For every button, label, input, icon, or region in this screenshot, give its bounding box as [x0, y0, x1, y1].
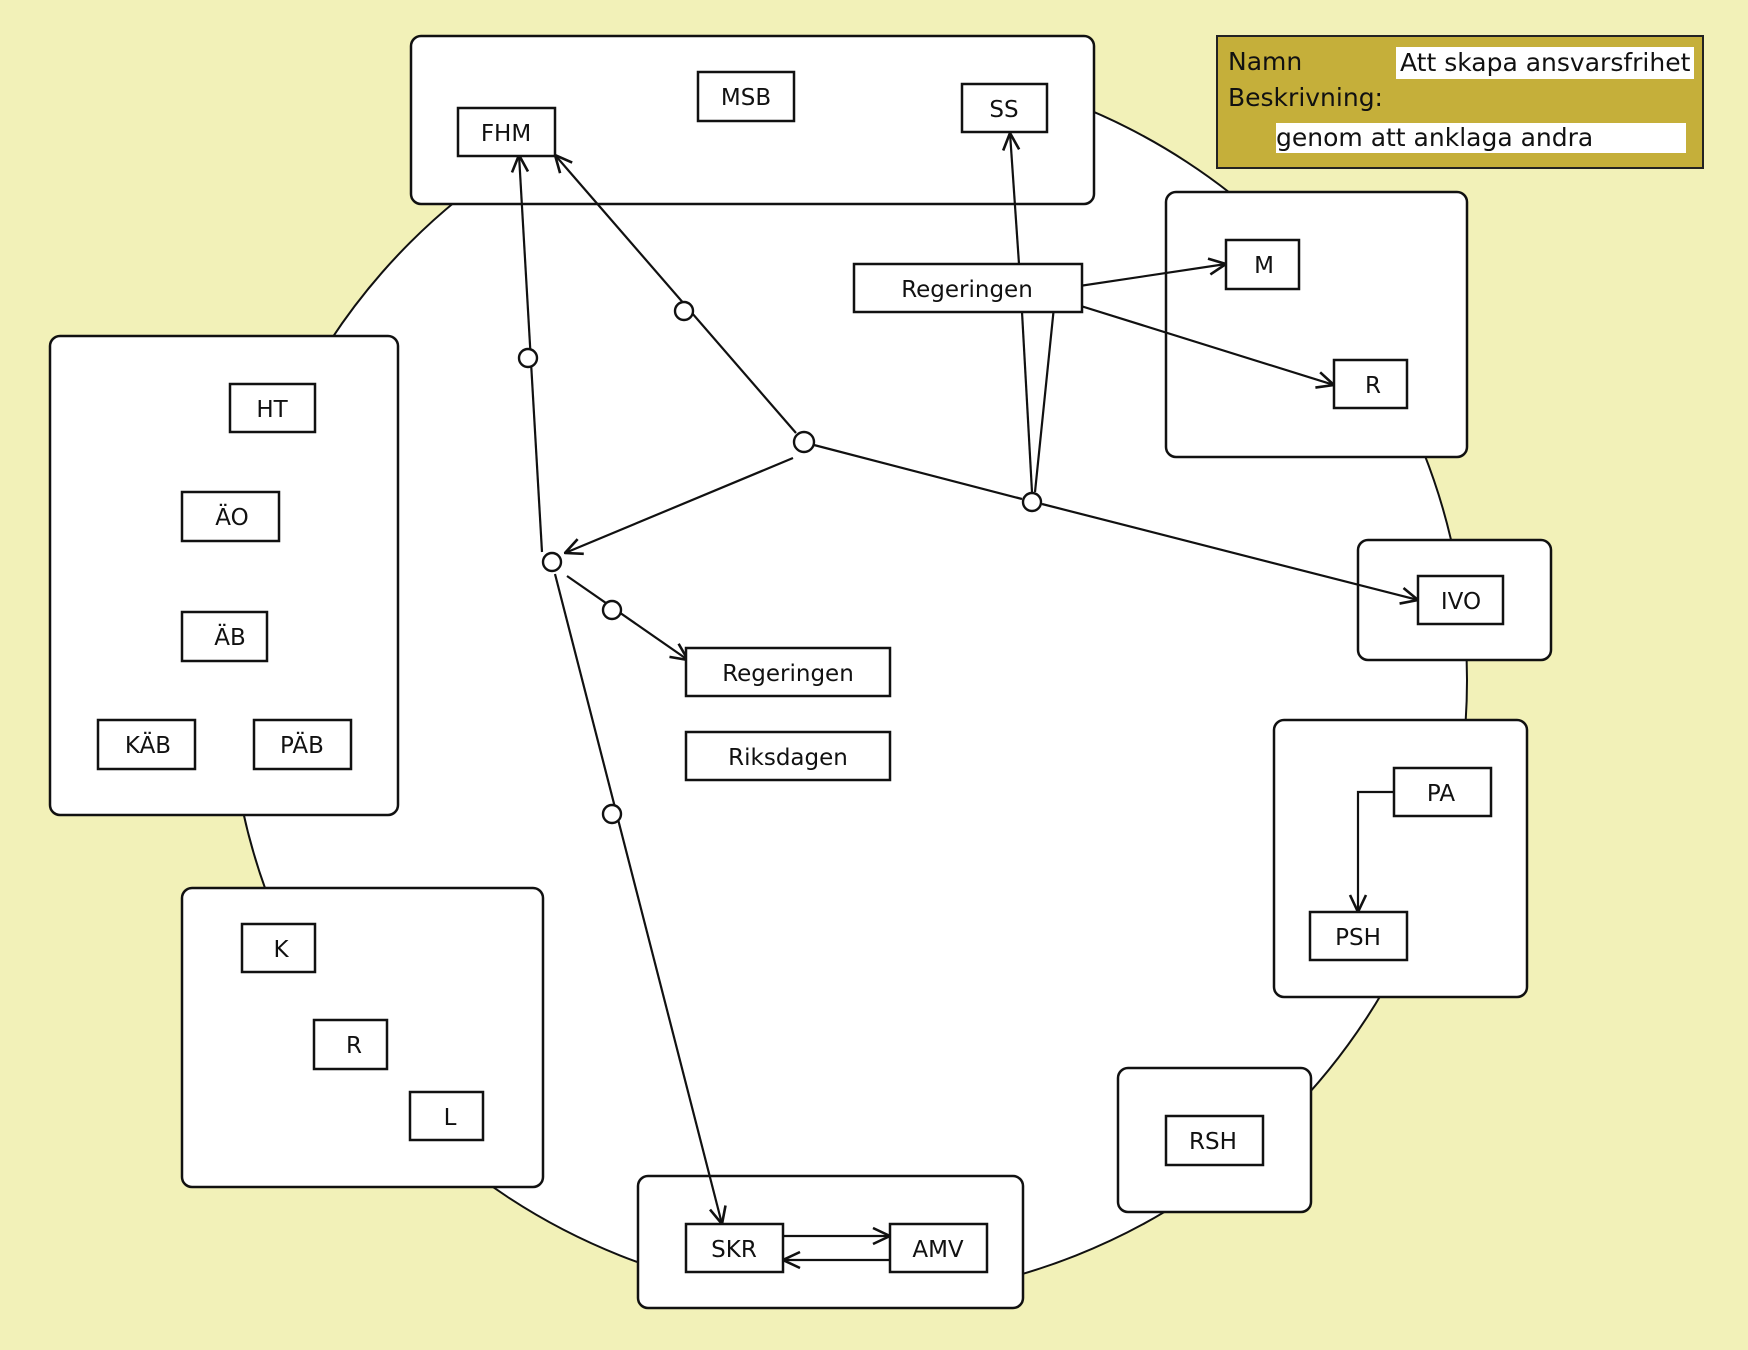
- node-ab-label: ÄB: [214, 623, 246, 651]
- node-k-label: K: [273, 937, 289, 963]
- node-psh[interactable]: [1308, 910, 1409, 962]
- edge-junction-ivo[interactable]: [1041, 502, 1418, 600]
- node-kab[interactable]: [96, 718, 197, 771]
- node-rsh-label: RSH: [1189, 1129, 1237, 1155]
- node-rsh[interactable]: [1164, 1114, 1265, 1167]
- node-r-bottom[interactable]: [312, 1018, 389, 1071]
- junction-circle[interactable]: [541, 551, 563, 573]
- node-pa-label: PA: [1427, 781, 1455, 807]
- node-pab[interactable]: [252, 718, 353, 771]
- node-l-label: L: [444, 1105, 457, 1131]
- junction-circle[interactable]: [673, 300, 695, 322]
- node-regeringen-center[interactable]: [684, 646, 892, 698]
- description-field[interactable]: genom att anklaga andra: [1276, 123, 1686, 153]
- node-k[interactable]: [240, 922, 317, 974]
- node-ss[interactable]: [960, 82, 1049, 134]
- junction-circle[interactable]: [517, 347, 539, 369]
- group-left[interactable]: [48, 334, 400, 817]
- junction-circle[interactable]: [792, 430, 816, 454]
- node-riksdagen-label: Riksdagen: [728, 745, 848, 771]
- node-psh-label: PSH: [1335, 925, 1381, 951]
- node-ivo-label: IVO: [1441, 589, 1481, 615]
- node-fhm[interactable]: [456, 106, 557, 158]
- node-regeringen-center-label: Regeringen: [722, 661, 854, 687]
- junction-circle[interactable]: [1021, 491, 1043, 513]
- name-field[interactable]: Att skapa ansvarsfrihet: [1396, 47, 1694, 79]
- edge-hub-left-junction[interactable]: [565, 456, 794, 553]
- edge-hub-fhm[interactable]: [555, 155, 797, 434]
- node-regeringen-top[interactable]: [852, 262, 1084, 314]
- edge-regeringen-junction-b: [1033, 296, 1057, 493]
- node-msb-label: MSB: [721, 85, 771, 111]
- node-l[interactable]: [408, 1090, 485, 1142]
- node-amv-label: AMV: [912, 1237, 964, 1263]
- node-fhm-label: FHM: [481, 121, 531, 147]
- edge-junction-regeringen[interactable]: [566, 575, 688, 660]
- node-pa[interactable]: [1392, 766, 1493, 818]
- edge-regeringen-m[interactable]: [1065, 264, 1226, 290]
- node-r-bottom-label: R: [346, 1033, 362, 1059]
- node-riksdagen[interactable]: [684, 730, 892, 782]
- name-label: Namn: [1228, 47, 1303, 76]
- node-ss-label: SS: [989, 97, 1018, 123]
- edge-junction-skr[interactable]: [553, 573, 722, 1224]
- junction-circle[interactable]: [601, 599, 623, 621]
- node-msb[interactable]: [696, 70, 796, 123]
- junction-circle[interactable]: [601, 803, 623, 825]
- node-regeringen-top-label: Regeringen: [901, 277, 1033, 303]
- node-m-label: M: [1254, 253, 1274, 279]
- node-r-top[interactable]: [1332, 358, 1409, 410]
- node-ht[interactable]: [228, 382, 317, 434]
- node-ivo[interactable]: [1416, 574, 1505, 626]
- node-pab-label: PÄB: [280, 731, 324, 759]
- info-panel: Namn Att skapa ansvarsfrihet Beskrivning…: [1216, 35, 1704, 169]
- edge-pa-psh[interactable]: [1358, 790, 1394, 912]
- edge-regeringen-r[interactable]: [1067, 300, 1334, 385]
- node-ht-label: HT: [256, 397, 288, 423]
- node-amv[interactable]: [888, 1222, 989, 1274]
- node-ao[interactable]: [180, 490, 281, 543]
- node-kab-label: KÄB: [125, 731, 171, 759]
- node-m[interactable]: [1224, 238, 1301, 291]
- node-skr[interactable]: [684, 1222, 785, 1274]
- node-r-top-label: R: [1365, 373, 1381, 399]
- node-skr-label: SKR: [711, 1237, 757, 1263]
- node-ab[interactable]: [180, 610, 269, 663]
- group-mr[interactable]: [1164, 190, 1469, 459]
- description-label: Beskrivning:: [1228, 83, 1383, 112]
- group-skr[interactable]: [636, 1174, 1025, 1310]
- edge-regeringen-ss[interactable]: [1010, 133, 1019, 265]
- edge-regeringen-junction-a: [1020, 311, 1034, 493]
- edge-hub-junction: [813, 443, 1023, 501]
- node-ao-label: ÄO: [215, 503, 248, 531]
